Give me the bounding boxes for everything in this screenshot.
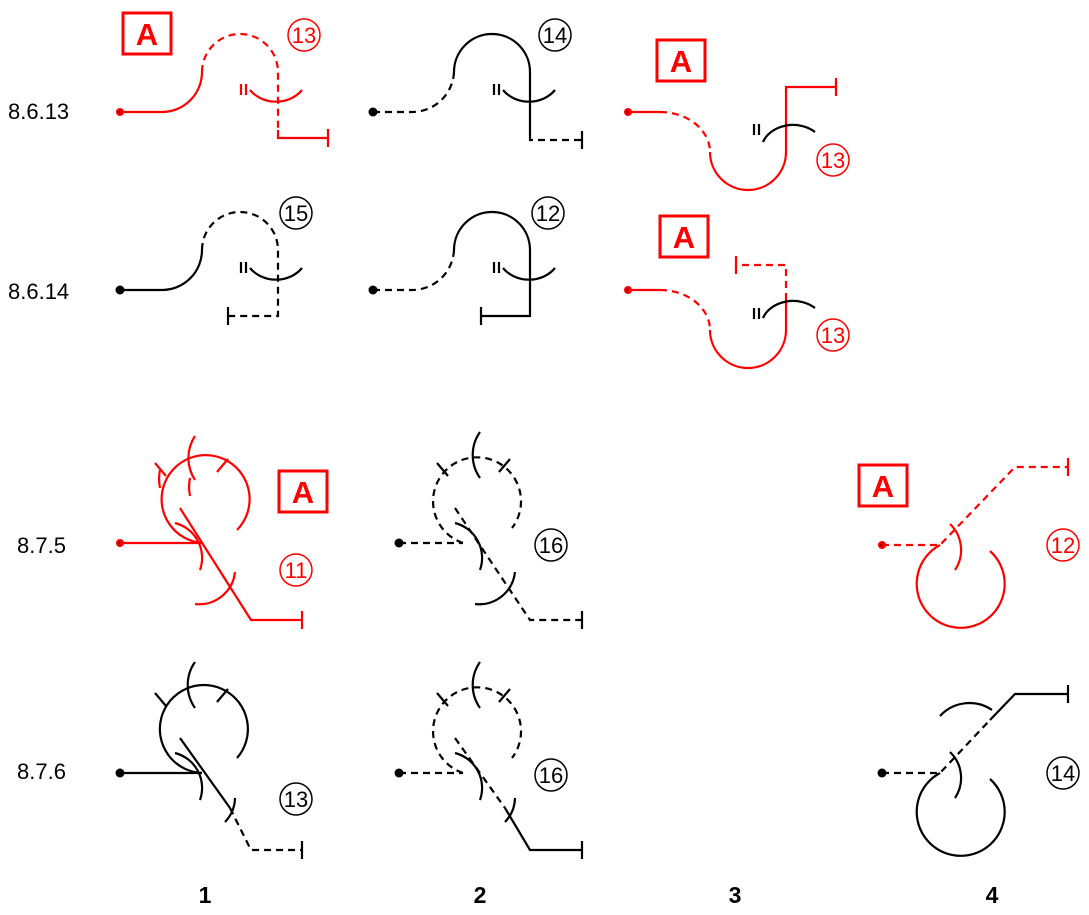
answer-mark-r1c3: A [655, 38, 707, 83]
svg-text:A: A [872, 469, 894, 504]
score-r1c2: 14 [538, 18, 572, 52]
row-label-8-6-13: 8.6.13 [8, 99, 69, 124]
score-r2c2: 12 [531, 196, 565, 230]
answer-mark-r1c1: A [121, 11, 173, 56]
answer-mark-r2c3: A [658, 214, 710, 259]
figure-r1c1 [116, 32, 330, 147]
row-label-8-6-14: 8.6.14 [8, 279, 69, 304]
answer-mark-r3c1: A [277, 469, 329, 514]
score-r2c3: 13 [816, 318, 850, 352]
svg-text:13: 13 [821, 148, 845, 173]
svg-text:11: 11 [285, 558, 308, 583]
svg-text:14: 14 [1051, 761, 1075, 786]
svg-text:16: 16 [539, 533, 563, 558]
figure-r2c1 [115, 210, 303, 325]
column-label-4: 4 [986, 882, 999, 908]
svg-text:12: 12 [1051, 533, 1075, 558]
figure-r1c3-crossbar [752, 123, 816, 143]
figure-r3c2 [394, 431, 584, 629]
column-label-3: 3 [729, 882, 742, 908]
score-r4c1: 13 [279, 782, 313, 816]
svg-text:13: 13 [292, 23, 316, 48]
figure-r4c2 [394, 661, 584, 859]
svg-text:A: A [292, 475, 314, 510]
figure-r2c3 [624, 256, 788, 370]
score-r3c4: 12 [1046, 528, 1080, 562]
score-r4c2: 16 [534, 758, 568, 792]
row-label-8-7-5: 8.7.5 [17, 533, 66, 558]
figure-r2c2 [368, 210, 556, 325]
score-r3c2: 16 [534, 528, 568, 562]
svg-text:A: A [670, 44, 692, 79]
svg-text:14: 14 [543, 23, 567, 48]
figure-r4c4 [877, 685, 1070, 857]
score-r2c1: 15 [279, 196, 313, 230]
svg-text:13: 13 [284, 787, 308, 812]
figure-r3c4 [878, 458, 1070, 629]
figure-r4c1 [115, 661, 304, 859]
svg-text:12: 12 [536, 201, 560, 226]
score-r4c4: 14 [1046, 756, 1080, 790]
answer-mark-r3c4: A [857, 463, 909, 508]
svg-text:16: 16 [539, 763, 563, 788]
row-label-8-7-6: 8.7.6 [17, 759, 66, 784]
score-r1c3: 13 [816, 143, 850, 177]
figure-r1c3 [624, 78, 838, 192]
figure-r3c1 [116, 435, 304, 629]
svg-text:13: 13 [821, 323, 845, 348]
column-label-1: 1 [199, 882, 212, 908]
svg-text:A: A [673, 220, 695, 255]
svg-text:15: 15 [284, 201, 308, 226]
figure-r2c3-crossbar [752, 299, 816, 319]
score-r1c1: 13 [287, 18, 321, 52]
score-r3c1: 11 [279, 553, 313, 587]
svg-text:A: A [136, 17, 158, 52]
figure-r1c2 [368, 32, 584, 149]
column-label-2: 2 [474, 882, 487, 908]
